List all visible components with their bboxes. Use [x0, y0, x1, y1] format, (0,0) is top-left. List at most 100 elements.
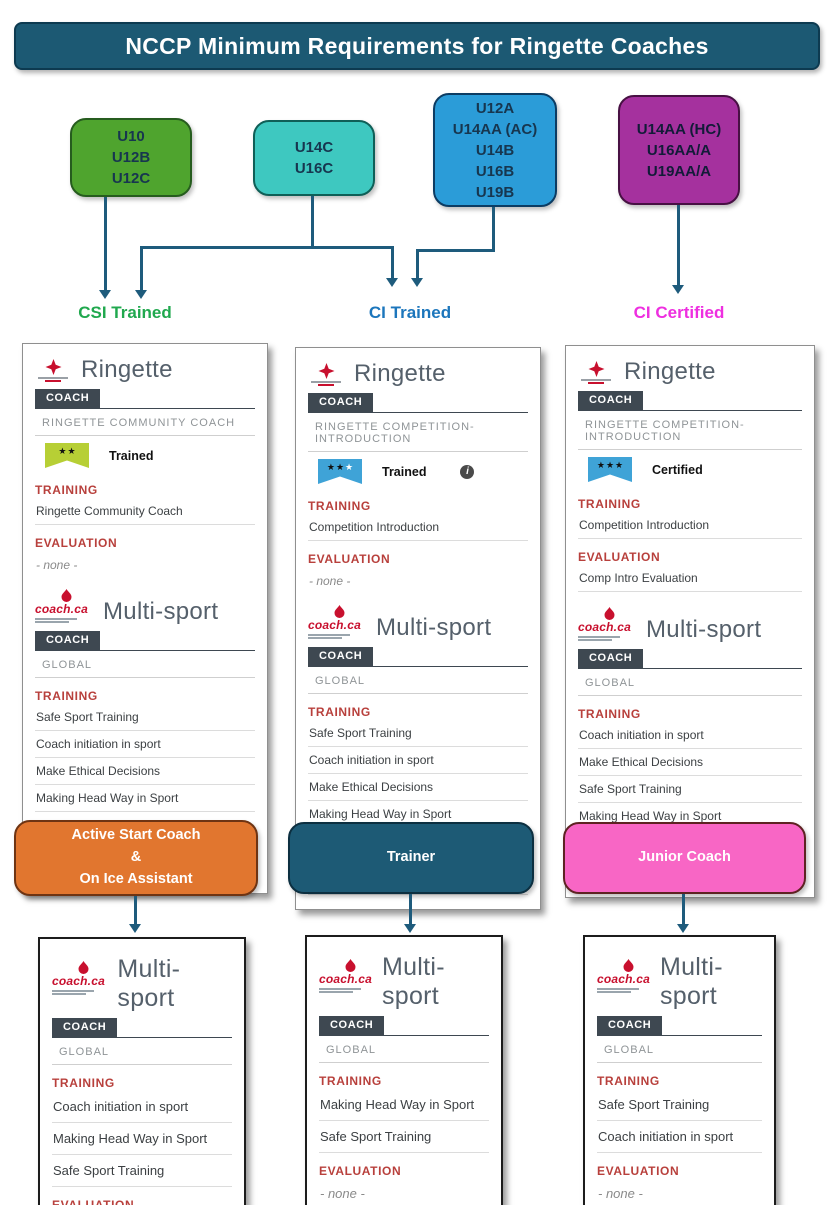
sport-brand-name: Ringette [354, 360, 446, 387]
coach-tab-row: COACH [578, 390, 802, 411]
program-name: GLOBAL [597, 1036, 762, 1063]
multisport-brand-name: Multi-sport [381, 953, 445, 1010]
connector-line [416, 249, 495, 252]
role-box-line: On Ice Assistant [79, 870, 193, 887]
coachca-logo-text: coach.ca [35, 601, 88, 616]
coachca-logo-text: coach.ca [308, 617, 361, 632]
page-title: NCCP Minimum Requirements for Ringette C… [14, 22, 820, 70]
program-name: GLOBAL [308, 667, 528, 694]
age-group-line: U12B [111, 149, 151, 166]
connector-line [140, 246, 143, 290]
age-group-line: U16AA/A [646, 141, 712, 159]
evaluation-heading: EVALUATION [597, 1164, 680, 1178]
program-name: GLOBAL [52, 1038, 232, 1065]
connector-line [391, 246, 394, 278]
coach-tab-row: COACH [35, 630, 255, 651]
role-box-line: Trainer [386, 849, 436, 866]
ringette-logo-icon [308, 362, 344, 386]
connector-line [682, 894, 685, 924]
age-group-box-certified: U14AA (HC) U16AA/A U19AA/A [618, 95, 740, 205]
training-heading: TRAINING [35, 689, 98, 703]
training-item: Coach initiation in sport [578, 722, 802, 749]
evaluation-heading: EVALUATION [35, 536, 118, 550]
age-group-line: U10 [117, 128, 145, 145]
coach-tab: COACH [597, 1016, 663, 1035]
star-icon [345, 463, 353, 472]
age-group-line: U19B [475, 183, 515, 201]
training-item: Safe Sport Training [578, 776, 802, 803]
arrow-down-icon [404, 924, 416, 933]
multisport-brand-name: Multi-sport [117, 955, 181, 1012]
role-box-active-start: Active Start Coach & On Ice Assistant [14, 820, 258, 896]
connector-line [311, 196, 314, 249]
age-group-line: U12C [111, 170, 151, 187]
connector-line [409, 894, 412, 924]
training-heading: TRAINING [578, 497, 641, 511]
age-group-line: U16C [294, 160, 334, 177]
star-icon [58, 447, 66, 456]
trained-badge-icon [45, 443, 89, 468]
badge-row: Trained [35, 436, 255, 472]
ringette-logo-icon [35, 358, 71, 382]
coachca-logo-text: coach.ca [319, 971, 372, 986]
program-name: GLOBAL [578, 669, 802, 696]
coach-tab-row: COACH [35, 388, 255, 409]
coachca-logo-text: coach.ca [578, 619, 631, 634]
arrow-down-icon [135, 290, 147, 299]
multisport-brand-name: Multi-sport [376, 614, 492, 641]
training-heading: TRAINING [319, 1074, 382, 1088]
age-group-line: U14AA (HC) [636, 120, 722, 138]
training-heading: TRAINING [308, 705, 371, 719]
evaluation-none: - none - [320, 1186, 365, 1201]
level-label-csi-trained: CSI Trained [78, 303, 172, 322]
age-group-line: U19AA/A [646, 162, 712, 180]
ringette-brand-row: Ringette [35, 356, 255, 384]
ringette-brand-row: Ringette [578, 358, 802, 386]
connector-line [416, 249, 419, 278]
training-item: Making Head Way in Sport [319, 1089, 489, 1121]
connector-line [140, 246, 394, 249]
multisport-brand-row: coach.ca Multi-sport [308, 604, 528, 642]
training-heading: TRAINING [52, 1076, 115, 1090]
evaluation-none: - none - [598, 1186, 643, 1201]
coachca-logo-icon: coach.ca [52, 960, 107, 995]
role-box-line: Active Start Coach [71, 827, 201, 844]
arrow-down-icon [99, 290, 111, 299]
trained-badge-icon [318, 459, 362, 484]
training-item: Coach initiation in sport [52, 1091, 232, 1123]
multisport-brand-name: Multi-sport [646, 616, 762, 643]
badge-label: Trained [382, 464, 427, 479]
evaluation-heading: EVALUATION [52, 1198, 135, 1205]
star-icon [327, 463, 335, 472]
coach-tab-row: COACH [319, 1015, 489, 1036]
role-box-trainer: Trainer [288, 822, 534, 894]
training-item: Ringette Community Coach [35, 498, 255, 525]
role-card-active-start: coach.ca Multi-sport COACH GLOBAL TRAINI… [38, 937, 246, 1205]
age-group-box-csi: U10 U12B U12C [70, 118, 192, 197]
multisport-brand-name: Multi-sport [659, 953, 723, 1010]
arrow-down-icon [672, 285, 684, 294]
coachca-logo-icon: coach.ca [319, 958, 372, 993]
coachca-logo-icon: coach.ca [597, 958, 650, 993]
training-item: Safe Sport Training [35, 704, 255, 731]
coach-tab-row: COACH [308, 392, 528, 413]
evaluation-none: - none - [36, 558, 78, 572]
star-icon [336, 463, 344, 472]
level-label-ci-certified: CI Certified [633, 303, 725, 322]
program-name: RINGETTE COMPETITION-INTRODUCTION [578, 411, 802, 450]
star-icon [68, 447, 76, 456]
program-name: GLOBAL [319, 1036, 489, 1063]
coach-tab: COACH [35, 389, 101, 408]
cert-card-csi-trained: Ringette COACH RINGETTE COMMUNITY COACH … [22, 343, 268, 894]
age-group-line: U16B [475, 162, 515, 180]
training-item: Competition Introduction [578, 512, 802, 539]
multisport-brand-name: Multi-sport [103, 598, 219, 625]
training-item: Safe Sport Training [319, 1121, 489, 1153]
training-heading: TRAINING [308, 499, 371, 513]
training-heading: TRAINING [35, 483, 98, 497]
certified-badge-icon [588, 457, 632, 482]
coach-tab: COACH [319, 1016, 385, 1035]
arrow-down-icon [129, 924, 141, 933]
connector-line [492, 207, 495, 252]
